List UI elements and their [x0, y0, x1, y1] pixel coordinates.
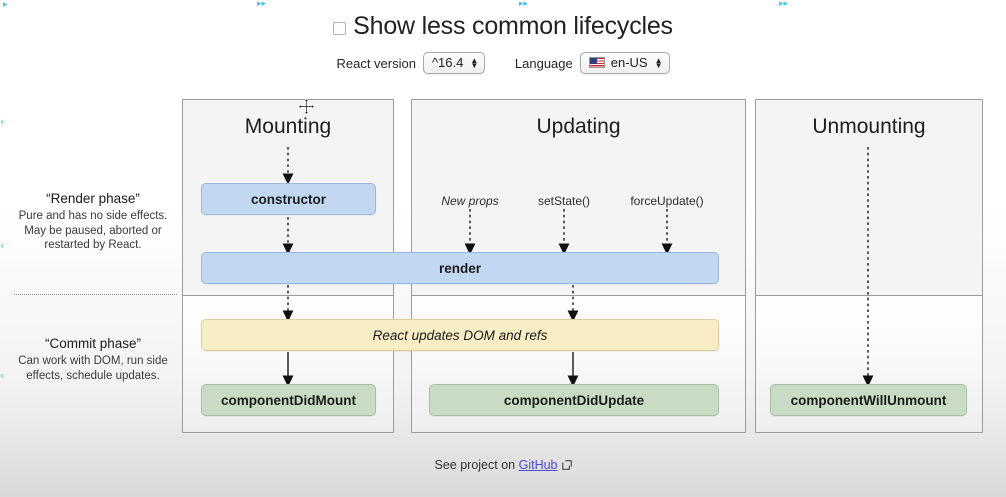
render-phase-body: Pure and has no side effects. May be pau… — [18, 210, 168, 251]
column-title-mounting: Mounting — [244, 115, 332, 138]
edge-marker-top-4: ▸▸ — [779, 0, 789, 9]
footer: See project on GitHub — [0, 458, 1006, 473]
column-title-updating: Updating — [536, 115, 621, 138]
move-cursor-icon — [298, 98, 315, 115]
language-label: Language — [514, 55, 573, 71]
lifecycle-box-render[interactable]: render — [201, 252, 719, 284]
phase-divider — [14, 294, 177, 295]
external-link-icon — [561, 459, 572, 473]
unmounting-render-phase-area — [756, 100, 982, 296]
language-value: en-US — [610, 55, 648, 70]
edge-marker-left-2: ‹ — [0, 239, 5, 252]
show-less-common-lifecycles-checkbox[interactable] — [333, 21, 347, 35]
github-link[interactable]: GitHub — [518, 458, 558, 472]
trigger-new-props: New props — [441, 194, 499, 208]
lifecycle-toggle-row[interactable]: Show less common lifecycles — [333, 12, 673, 41]
chevron-updown-icon: ▲▼ — [470, 55, 479, 70]
commit-phase-title: “Commit phase” — [44, 336, 142, 351]
render-phase-title: “Render phase” — [46, 191, 140, 206]
lifecycle-box-react-updates-dom: React updates DOM and refs — [201, 319, 719, 351]
page-title: Show less common lifecycles — [353, 12, 673, 40]
edge-marker-left-1: ‹ — [0, 115, 5, 128]
react-version-label: React version — [336, 55, 416, 71]
controls-row: React version ^16.4 ▲▼ Language en-US ▲▼ — [0, 52, 1006, 74]
edge-marker-top-3: ▸▸ — [519, 0, 529, 9]
commit-phase-description: “Commit phase” Can work with DOM, run si… — [8, 336, 178, 383]
column-title-unmounting: Unmounting — [812, 115, 926, 138]
column-unmounting: Unmounting — [755, 99, 983, 433]
lifecycle-box-component-did-update[interactable]: componentDidUpdate — [429, 384, 719, 416]
trigger-set-state: setState() — [537, 194, 591, 208]
trigger-force-update: forceUpdate() — [630, 194, 704, 208]
edge-marker-top-2: ▸▸ — [257, 0, 267, 9]
page-header: Show less common lifecycles — [0, 12, 1006, 41]
footer-prefix: See project on — [434, 458, 519, 472]
render-phase-description: “Render phase” Pure and has no side effe… — [8, 191, 178, 253]
edge-marker-left-3: ‹ — [0, 369, 5, 382]
us-flag-icon — [588, 57, 605, 68]
chevron-updown-icon: ▲▼ — [654, 55, 663, 70]
lifecycle-box-component-will-unmount[interactable]: componentWillUnmount — [770, 384, 967, 416]
react-version-control: React version ^16.4 ▲▼ — [336, 52, 486, 74]
lifecycle-box-constructor[interactable]: constructor — [201, 183, 376, 215]
language-control: Language en-US ▲▼ — [515, 52, 670, 74]
react-version-value: ^16.4 — [431, 55, 464, 70]
edge-marker-top-1: ▸ — [3, 0, 8, 10]
commit-phase-body: Can work with DOM, run side effects, sch… — [18, 355, 168, 382]
language-select[interactable]: en-US ▲▼ — [579, 52, 670, 74]
lifecycle-box-component-did-mount[interactable]: componentDidMount — [201, 384, 376, 416]
react-version-select[interactable]: ^16.4 ▲▼ — [422, 52, 486, 74]
